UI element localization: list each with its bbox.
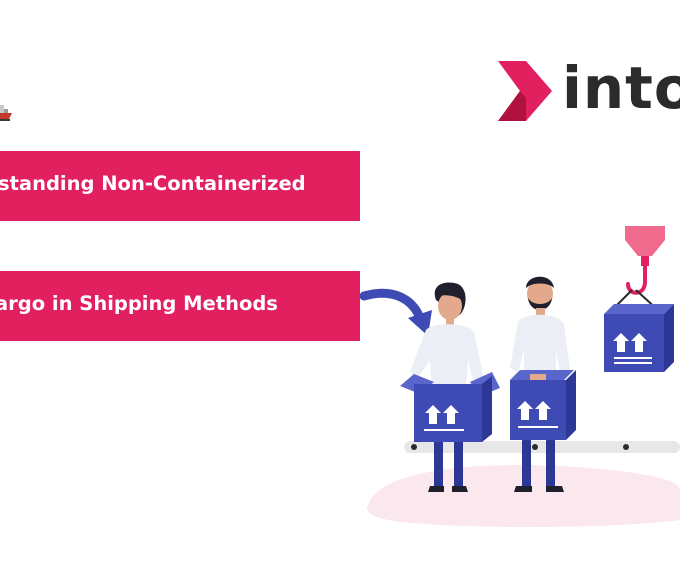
title-banner-line-1: standing Non-Containerized <box>0 151 360 221</box>
crane-hook-icon <box>609 226 665 313</box>
floor-shadow <box>367 465 680 528</box>
cardboard-box-icon <box>604 304 674 372</box>
cardboard-box-icon <box>400 372 500 442</box>
cardboard-box-icon <box>510 370 576 440</box>
title-line-1: standing Non-Containerized <box>0 172 306 195</box>
chevron-mark-icon <box>498 61 552 121</box>
brand-logo[interactable]: into <box>492 54 680 128</box>
conveyor-belt <box>404 441 680 453</box>
brand-wordmark: into <box>562 54 680 122</box>
worker-woman <box>410 282 484 492</box>
curved-arrow-icon <box>359 288 432 336</box>
title-banner-line-2: argo in Shipping Methods <box>0 271 360 341</box>
worker-man <box>510 276 570 492</box>
title-line-2: argo in Shipping Methods <box>0 292 278 315</box>
ship-icon <box>0 105 12 121</box>
